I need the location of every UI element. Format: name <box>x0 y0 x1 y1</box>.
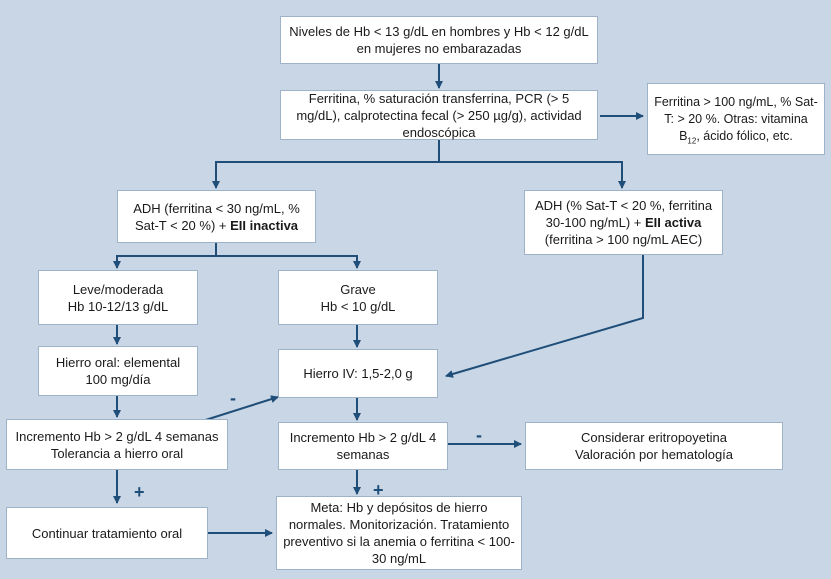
branch-n2 <box>212 140 440 189</box>
node-other-causes-text: Ferritina > 100 ng/mL, % Sat-T: > 20 %. … <box>654 94 818 145</box>
arrow-n5-n9 <box>445 255 644 378</box>
node-mild-moderate-line1: Leve/moderada <box>72 281 164 297</box>
branch-n4-right <box>216 255 361 269</box>
node-severe: Grave Hb < 10 g/dL <box>278 270 438 325</box>
node-other-causes: Ferritina > 100 ng/mL, % Sat-T: > 20 %. … <box>647 83 825 155</box>
node-goal: Meta: Hb y depósitos de hierro normales.… <box>276 496 522 570</box>
node-severe-line2: Hb < 10 g/dL <box>320 298 396 314</box>
node-severe-line1: Grave <box>340 281 376 297</box>
node-continue-oral: Continuar tratamiento oral <box>6 507 208 559</box>
plus-sign-iv: + <box>373 480 384 500</box>
node-inactive-ibd: ADH (ferritina < 30 ng/mL, % Sat-T < 20 … <box>117 190 316 243</box>
node-iv-iron-text: Hierro IV: 1,5-2,0 g <box>303 366 413 381</box>
node-oral-iron-line1: Hierro oral: elemental <box>55 355 181 370</box>
arrow-n10-n9 <box>195 395 279 424</box>
node-active-ibd-text: ADH (% Sat-T < 20 %, ferritina 30-100 ng… <box>534 198 713 247</box>
node-erythropoietin-line2: Valoración por hematología <box>574 447 734 462</box>
node-hb-increase-oral: Incremento Hb > 2 g/dL 4 semanas Toleran… <box>6 419 228 470</box>
node-oral-iron: Hierro oral: elemental 100 mg/día <box>38 346 198 396</box>
plus-sign-oral: + <box>134 482 145 502</box>
branch-n4 <box>113 243 217 269</box>
node-initial-tests-text: Ferritina, % saturación transferrina, PC… <box>296 90 582 140</box>
node-continue-oral-text: Continuar tratamiento oral <box>31 525 183 541</box>
node-erythropoietin: Considerar eritropoyetina Valoración por… <box>525 422 783 470</box>
node-initial-tests: Ferritina, % saturación transferrina, PC… <box>280 90 598 140</box>
node-erythropoietin-line1: Considerar eritropoyetina <box>581 430 727 445</box>
node-active-ibd: ADH (% Sat-T < 20 %, ferritina 30-100 ng… <box>524 190 723 255</box>
node-oral-iron-line2: 100 mg/día <box>85 372 151 387</box>
node-mild-moderate: Leve/moderada Hb 10-12/13 g/dL <box>38 270 198 325</box>
branch-n2-right <box>439 161 626 189</box>
minus-sign-iv: - <box>476 425 482 445</box>
node-iv-iron: Hierro IV: 1,5-2,0 g <box>278 349 438 398</box>
node-anemia-criteria: Niveles de Hb < 13 g/dL en hombres y Hb … <box>280 16 598 64</box>
node-hb-increase-iv-text: Incremento Hb > 2 g/dL 4 semanas <box>289 430 437 462</box>
node-hb-increase-iv: Incremento Hb > 2 g/dL 4 semanas <box>278 422 448 470</box>
node-hb-increase-oral-line1: Incremento Hb > 2 g/dL 4 semanas <box>15 428 219 444</box>
node-anemia-criteria-text: Niveles de Hb < 13 g/dL en hombres y Hb … <box>289 24 589 56</box>
node-mild-moderate-line2: Hb 10-12/13 g/dL <box>67 298 169 314</box>
node-inactive-ibd-text: ADH (ferritina < 30 ng/mL, % Sat-T < 20 … <box>133 200 300 233</box>
node-goal-text: Meta: Hb y depósitos de hierro normales.… <box>283 500 515 566</box>
node-hb-increase-oral-line2: Tolerancia a hierro oral <box>50 445 184 461</box>
minus-sign-oral: - <box>230 388 236 408</box>
